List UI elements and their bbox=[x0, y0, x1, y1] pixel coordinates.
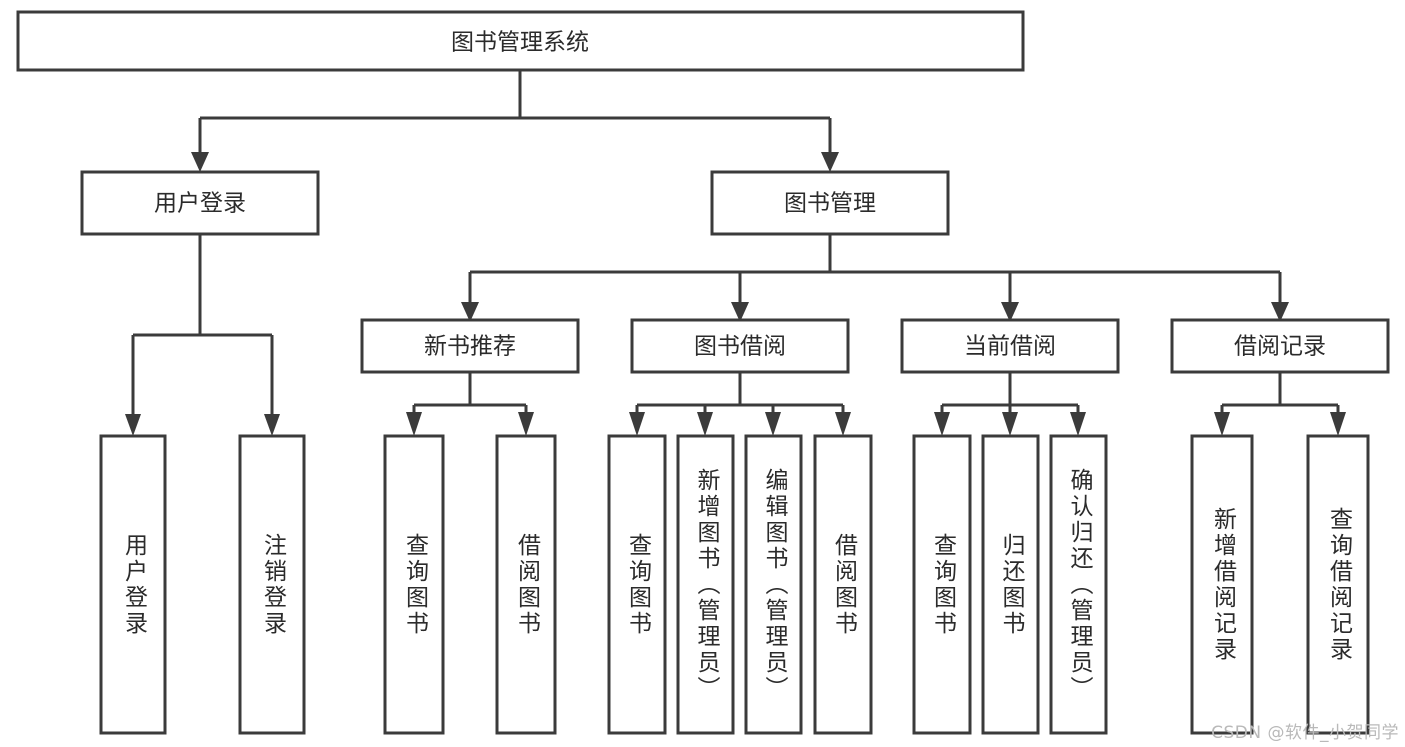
arrowhead-book-borrow bbox=[731, 302, 749, 322]
node-box-leaf-borrow-book-2[interactable] bbox=[813, 434, 873, 735]
arrowhead-leaf-return-book bbox=[1002, 412, 1018, 436]
node-layer: 图书管理系统 用户登录 图书管理 新书推荐 图书借阅 当前借阅 借阅记录 bbox=[16, 10, 1390, 735]
arrowhead-leaf-borrow-book-2 bbox=[835, 412, 851, 436]
arrowhead-leaf-query-record bbox=[1330, 412, 1346, 436]
node-box-leaf-user-logout[interactable] bbox=[238, 434, 306, 735]
arrowhead-leaf-query-book-1 bbox=[406, 412, 422, 436]
arrowhead-leaf-add-book bbox=[697, 412, 713, 436]
node-box-leaf-user-login[interactable] bbox=[99, 434, 167, 735]
arrowhead-new-book-rec bbox=[461, 302, 479, 322]
node-label-book-borrow: 图书借阅 bbox=[694, 334, 786, 360]
arrowhead-leaf-add-record bbox=[1214, 412, 1230, 436]
arrowhead-book-manage bbox=[821, 152, 839, 172]
arrowhead-leaf-user-login bbox=[125, 414, 141, 436]
node-box-leaf-query-book-3[interactable] bbox=[912, 434, 972, 735]
node-box-book-borrow[interactable] bbox=[630, 318, 850, 374]
node-box-book-manage[interactable] bbox=[710, 170, 950, 236]
arrowhead-leaf-edit-book bbox=[765, 412, 781, 436]
node-box-leaf-query-book-1[interactable] bbox=[383, 434, 445, 735]
node-box-current-borrow[interactable] bbox=[900, 318, 1120, 374]
arrowhead-user-login bbox=[191, 152, 209, 172]
node-label-current-borrow: 当前借阅 bbox=[964, 334, 1056, 360]
node-label-root: 图书管理系统 bbox=[451, 30, 589, 56]
arrowhead-leaf-user-logout bbox=[264, 414, 280, 436]
arrowhead-leaf-confirm-return bbox=[1070, 412, 1086, 436]
node-box-leaf-add-book[interactable] bbox=[676, 434, 735, 735]
connector-layer bbox=[125, 70, 1346, 436]
arrowhead-leaf-query-book-3 bbox=[934, 412, 950, 436]
arrowhead-current-borrow bbox=[1001, 302, 1019, 322]
node-box-user-login[interactable] bbox=[80, 170, 320, 236]
node-box-leaf-confirm-return[interactable] bbox=[1049, 434, 1108, 735]
node-label-borrow-record: 借阅记录 bbox=[1234, 334, 1326, 360]
node-box-root[interactable] bbox=[16, 10, 1025, 72]
node-box-leaf-borrow-book-1[interactable] bbox=[495, 434, 557, 735]
node-label-book-manage: 图书管理 bbox=[784, 191, 876, 217]
node-box-leaf-edit-book[interactable] bbox=[744, 434, 803, 735]
node-box-leaf-query-book-2[interactable] bbox=[607, 434, 667, 735]
arrowhead-borrow-record bbox=[1271, 302, 1289, 322]
node-box-new-book-rec[interactable] bbox=[360, 318, 580, 374]
arrowhead-leaf-borrow-book-1 bbox=[518, 412, 534, 436]
node-label-user-login: 用户登录 bbox=[154, 191, 246, 217]
node-label-new-book-rec: 新书推荐 bbox=[424, 334, 516, 360]
node-box-leaf-query-record[interactable] bbox=[1306, 434, 1370, 735]
node-box-borrow-record[interactable] bbox=[1170, 318, 1390, 374]
arrowhead-leaf-query-book-2 bbox=[629, 412, 645, 436]
node-box-leaf-add-record[interactable] bbox=[1190, 434, 1254, 735]
node-box-leaf-return-book[interactable] bbox=[981, 434, 1040, 735]
watermark-text: CSDN @软件_小贺同学 bbox=[1211, 723, 1399, 743]
